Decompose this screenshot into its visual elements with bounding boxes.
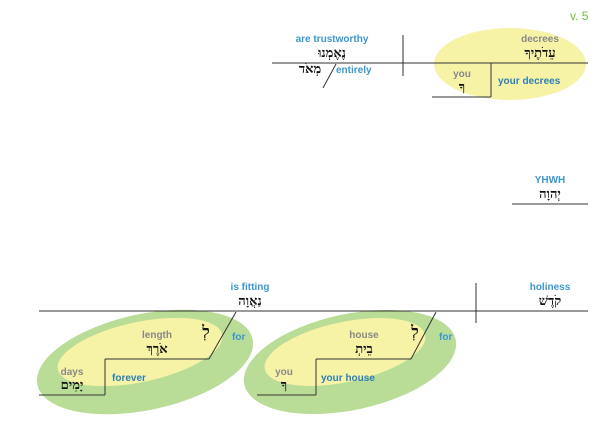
pp1-possessor-gloss: you [275,367,293,378]
possessor-gloss: you [453,69,471,80]
pp2-preposition-gloss: for [232,332,246,343]
possessor-hebrew: ךָ [458,80,466,95]
clause2-verb-gloss: is fitting [230,282,270,293]
vocative-hebrew: יְהוָה [539,187,561,202]
phrase-gloss-your-decrees: your decrees [498,76,561,87]
pp1-preposition-hebrew: לְ [411,322,419,341]
vocative-gloss: YHWH [534,175,566,186]
clause2-subject-hebrew: קֹדֶשׁ [538,294,562,309]
pp1-possessor-hebrew: ךָ [280,378,288,393]
pp1-preposition-slant [410,311,437,360]
pp1-object-gloss: house [349,330,379,341]
pp2-preposition-hebrew: לְ [202,322,210,341]
pp1-phrase-gloss: your house [321,373,375,384]
pp2-phrase-gloss: forever [112,373,146,384]
pp1-object-hebrew: בֵיתְ [355,342,373,357]
clause2-verb-hebrew: נַאֲוָה [238,294,262,309]
clause1-subject-hebrew: עֵדֹתֶיךָ [524,46,556,61]
highlight-house-yellow [264,318,426,386]
pp1-preposition-gloss: for [439,332,453,343]
adverb-hebrew: מְאֹד [298,62,322,77]
pp2-modifier-hebrew: יָמִים [60,378,84,393]
pp2-preposition-slant [208,311,237,360]
clause1-subject-gloss: decrees [521,34,559,45]
pp2-object-gloss: length [142,330,172,341]
clause1-verb-gloss: are trustworthy [295,34,369,45]
highlight-your-decrees [434,28,586,100]
verse-number: v. 5 [570,9,589,23]
pp2-object-hebrew: אֹרֶךְ [146,342,168,357]
pp2-modifier-gloss: days [60,367,84,378]
clause1-verb-hebrew: נֶאֶמְנוּ [318,46,346,61]
highlight-length-yellow [57,317,223,387]
adverb-gloss: entirely [336,65,372,76]
clause2-subject-gloss: holiness [529,282,571,293]
adverb-slant [322,63,337,89]
